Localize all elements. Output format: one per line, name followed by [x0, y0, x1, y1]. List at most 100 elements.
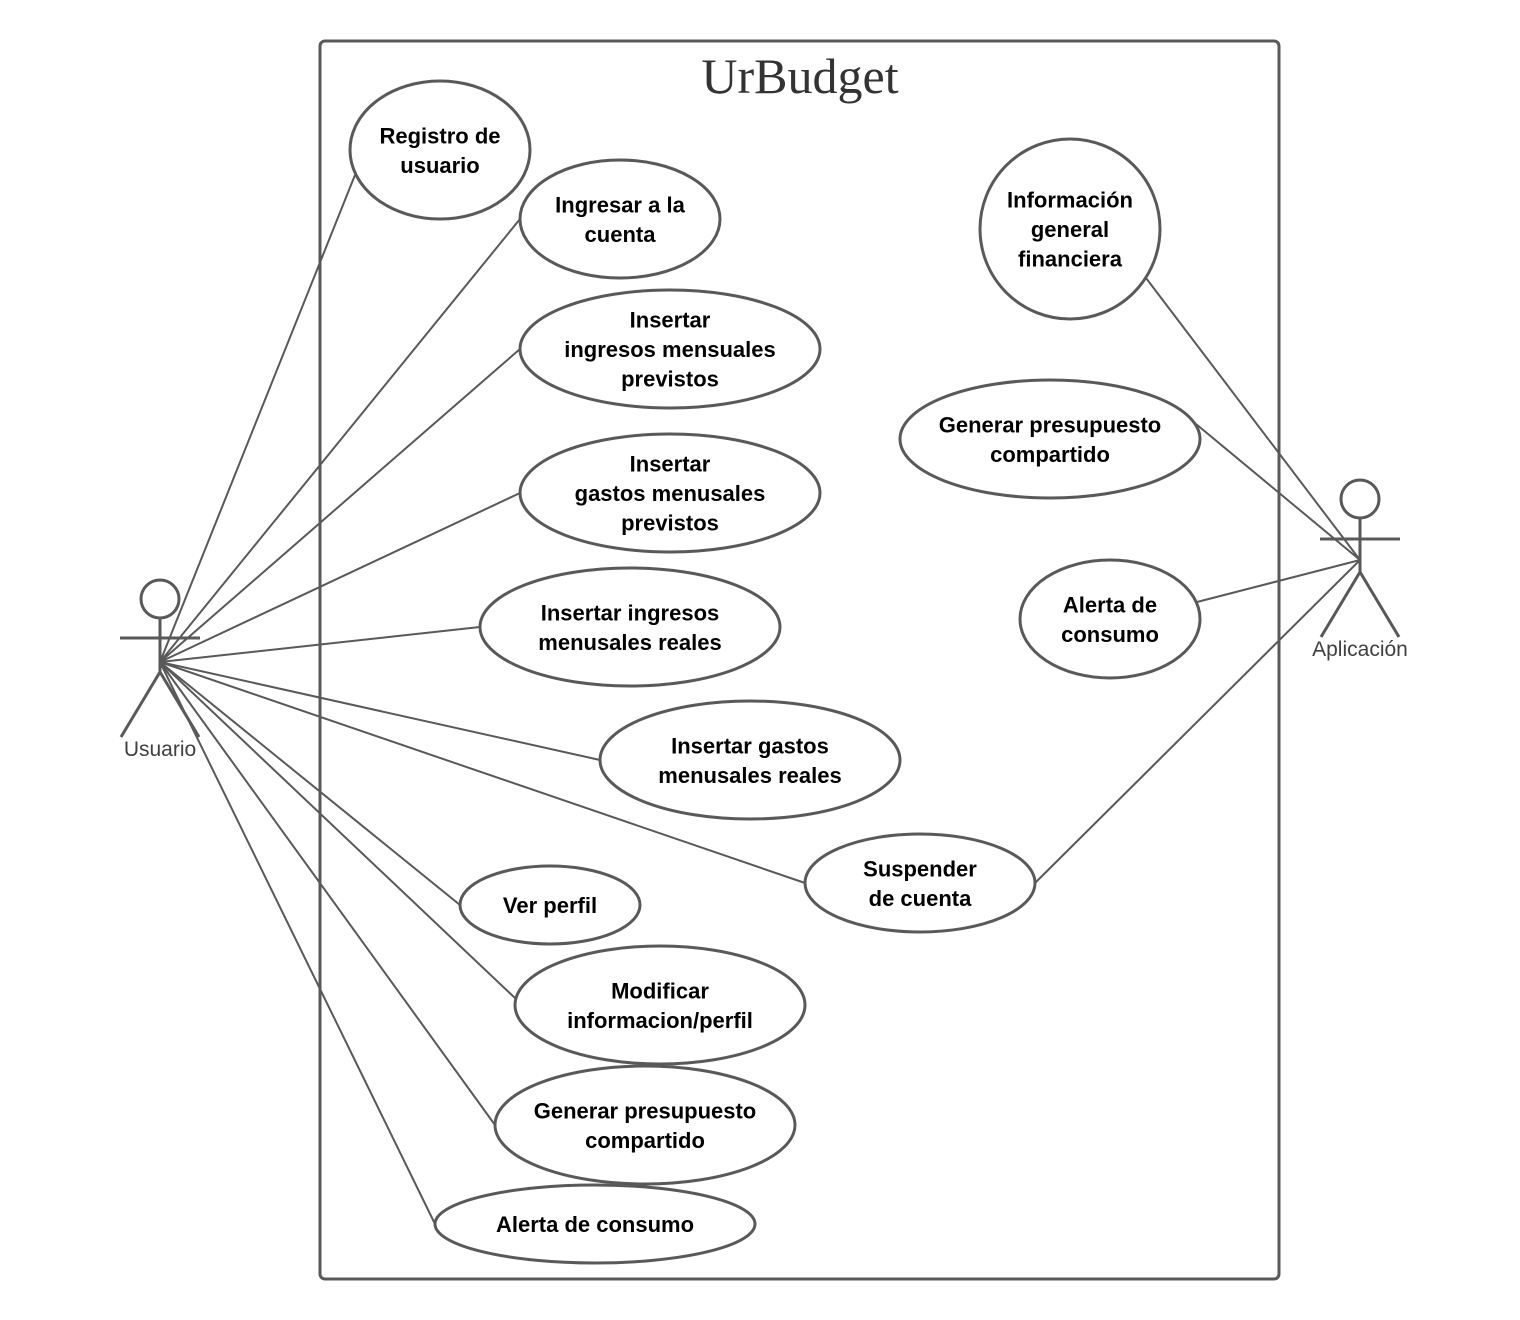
use-case-ingresos-reales-shape: [478, 566, 782, 688]
use-case-ingresar-label-line: cuenta: [585, 222, 657, 247]
use-case-registro-label-line: Registro de: [379, 123, 500, 148]
actor-usuario-label: Usuario: [124, 738, 196, 761]
system-title: UrBudget: [701, 48, 898, 104]
use-case-alerta-usuario-label: Alerta de consumo: [496, 1212, 694, 1237]
use-case-ingresos-previstos[interactable]: Insertar ingresos mensuales previstos: [518, 288, 822, 410]
actor-usuario: Usuario: [119, 578, 201, 761]
association-aplicacion-suspender: [1034, 559, 1361, 884]
use-case-modificar-label-line: informacion/perfil: [567, 1008, 753, 1033]
use-case-gastos-previstos-shape: [518, 432, 822, 554]
use-case-registro[interactable]: Registro de usuario: [348, 79, 532, 221]
use-case-modificar[interactable]: Modificar informacion/perfil: [513, 944, 807, 1066]
actor-aplicacion-right-leg: [1358, 571, 1401, 638]
use-case-modificar-label: Modificar informacion/perfil: [567, 978, 753, 1033]
use-case-info-financiera-label: Información general financiera: [1007, 188, 1133, 272]
use-case-suspender-label-line: Suspender: [863, 856, 977, 881]
association-aplicacion-presupuesto-app: [1195, 423, 1361, 561]
use-case-presupuesto-usuario-label: Generar presupuesto compartido: [534, 1098, 757, 1153]
association-usuario-gastos-reales: [159, 661, 601, 761]
use-case-ingresos-previstos-label: Insertar ingresos mensuales previstos: [564, 308, 776, 392]
use-case-info-financiera[interactable]: Información general financiera: [978, 137, 1162, 321]
use-case-ingresar-label-line: Ingresar a la: [555, 192, 685, 217]
use-case-ingresos-previstos-shape: [518, 288, 822, 410]
use-case-alerta-app-label-line: Alerta de: [1063, 592, 1157, 617]
actor-aplicacion-left-leg: [1319, 571, 1362, 638]
use-case-alerta-app-label-line: consumo: [1061, 622, 1159, 647]
association-usuario-ver-perfil: [159, 661, 461, 906]
association-usuario-ingresos-previstos: [159, 348, 521, 663]
association-lines: [159, 174, 1361, 1225]
use-case-gastos-reales[interactable]: Insertar gastos menusales reales: [598, 699, 902, 821]
use-case-presupuesto-usuario-label-line: compartido: [585, 1128, 705, 1153]
use-case-registro-label-line: usuario: [400, 153, 479, 178]
use-case-gastos-previstos-label-line: previstos: [621, 511, 719, 536]
association-usuario-alerta-usuario: [159, 661, 436, 1225]
use-case-modificar-shape: [513, 944, 807, 1066]
use-case-ingresos-reales-label-line: Insertar ingresos: [541, 600, 720, 625]
use-case-info-financiera-label-line: financiera: [1018, 247, 1123, 272]
use-case-gastos-previstos[interactable]: Insertar gastos menusales previstos: [518, 432, 822, 554]
association-usuario-suspender: [159, 661, 806, 884]
association-usuario-gastos-previstos: [159, 492, 521, 663]
actor-aplicacion-label: Aplicación: [1312, 638, 1408, 661]
association-usuario-ingresos-reales: [159, 626, 481, 663]
use-case-gastos-reales-shape: [598, 699, 902, 821]
actor-usuario-right-leg: [158, 671, 201, 738]
use-case-ver-perfil-label-line: Ver perfil: [503, 893, 597, 918]
use-case-presupuesto-app[interactable]: Generar presupuesto compartido: [898, 378, 1202, 500]
use-case-ingresos-reales-label: Insertar ingresos menusales reales: [538, 600, 721, 655]
use-case-alerta-app-shape: [1018, 558, 1202, 680]
use-case-registro-label: Registro de usuario: [379, 123, 500, 178]
use-case-info-financiera-shape: [978, 137, 1162, 321]
use-case-ingresar-label: Ingresar a la cuenta: [555, 192, 685, 247]
use-case-gastos-previstos-label: Insertar gastos menusales previstos: [575, 452, 766, 536]
use-case-modificar-label-line: Modificar: [611, 978, 709, 1003]
use-case-alerta-usuario-label-line: Alerta de consumo: [496, 1212, 694, 1237]
use-case-ver-perfil-label: Ver perfil: [503, 893, 597, 918]
association-usuario-modificar: [159, 661, 516, 999]
use-case-ingresos-previstos-label-line: Insertar: [630, 308, 711, 333]
use-case-gastos-reales-label: Insertar gastos menusales reales: [658, 733, 841, 788]
use-case-alerta-app[interactable]: Alerta de consumo: [1018, 558, 1202, 680]
use-case-gastos-reales-label-line: menusales reales: [658, 763, 841, 788]
use-case-gastos-reales-label-line: Insertar gastos: [671, 733, 829, 758]
use-case-suspender-shape: [803, 832, 1037, 934]
use-case-gastos-previstos-label-line: Insertar: [630, 452, 711, 477]
association-usuario-ingresar: [159, 218, 521, 663]
use-case-suspender-label-line: de cuenta: [869, 886, 972, 911]
use-case-info-financiera-label-line: Información: [1007, 188, 1133, 213]
use-case-info-financiera-label-line: general: [1031, 217, 1109, 242]
actor-usuario-head: [139, 578, 181, 620]
use-case-presupuesto-app-shape: [898, 378, 1202, 500]
use-case-alerta-usuario[interactable]: Alerta de consumo: [433, 1183, 757, 1265]
use-case-presupuesto-app-label-line: Generar presupuesto: [939, 412, 1162, 437]
use-case-alerta-app-label: Alerta de consumo: [1061, 592, 1159, 647]
association-aplicacion-info-financiera: [1145, 277, 1361, 561]
use-case-ingresos-previstos-label-line: previstos: [621, 367, 719, 392]
use-case-ingresos-previstos-label-line: ingresos mensuales: [564, 337, 776, 362]
use-case-presupuesto-usuario-shape: [493, 1064, 797, 1186]
association-aplicacion-alerta-app: [1196, 559, 1361, 603]
use-case-gastos-previstos-label-line: gastos menusales: [575, 481, 766, 506]
actor-usuario-left-leg: [119, 671, 162, 738]
use-case-ingresar[interactable]: Ingresar a la cuenta: [518, 158, 722, 280]
use-case-alerta-usuario-shape: [433, 1183, 757, 1265]
use-case-presupuesto-app-label-line: compartido: [990, 442, 1110, 467]
use-case-presupuesto-app-label: Generar presupuesto compartido: [939, 412, 1162, 467]
actor-aplicacion: Aplicación: [1312, 478, 1408, 661]
association-usuario-registro: [159, 174, 356, 663]
use-case-ingresar-shape: [518, 158, 722, 280]
actor-aplicacion-head: [1339, 478, 1381, 520]
system-boundary: [318, 39, 1281, 1281]
use-case-presupuesto-usuario-label-line: Generar presupuesto: [534, 1098, 757, 1123]
use-case-suspender[interactable]: Suspender de cuenta: [803, 832, 1037, 934]
use-case-ver-perfil-shape: [458, 864, 642, 946]
use-case-presupuesto-usuario[interactable]: Generar presupuesto compartido: [493, 1064, 797, 1186]
association-usuario-presupuesto-usuario: [159, 661, 496, 1126]
use-case-ingresos-reales[interactable]: Insertar ingresos menusales reales: [478, 566, 782, 688]
use-case-ingresos-reales-label-line: menusales reales: [538, 630, 721, 655]
use-case-suspender-label: Suspender de cuenta: [863, 856, 977, 911]
use-case-ver-perfil[interactable]: Ver perfil: [458, 864, 642, 946]
